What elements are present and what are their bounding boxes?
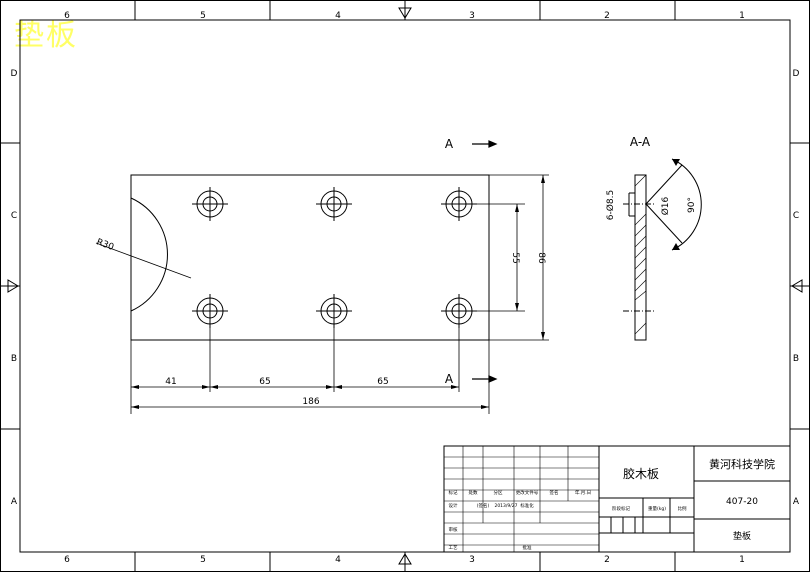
r30-label: R30 bbox=[95, 237, 115, 253]
tb-cell-stage: 阶段标记 bbox=[612, 505, 630, 512]
dim-arrows-h bbox=[131, 385, 489, 409]
tb-part-name: 垫板 bbox=[733, 530, 751, 542]
dim-65-b: 65 bbox=[377, 377, 388, 387]
r30-leader bbox=[95, 242, 192, 279]
tb-cell-mark: 标记 bbox=[449, 489, 458, 496]
zone-right-C: C bbox=[793, 211, 799, 221]
hole-top-1 bbox=[192, 187, 228, 221]
section-hatch bbox=[634, 174, 647, 335]
plate-front-view bbox=[130, 174, 490, 341]
zone-bottom-6: 6 bbox=[64, 555, 70, 565]
section-markers bbox=[472, 140, 498, 383]
tb-school: 黄河科技学院 bbox=[709, 457, 775, 471]
r30-arc bbox=[130, 197, 168, 312]
inner-frame bbox=[19, 19, 791, 553]
tb-cell-designer: (签名) bbox=[477, 502, 490, 509]
hole-callout: 6-Ø8.5 bbox=[605, 190, 616, 220]
tb-cell-design-date: 2013/9/27 bbox=[494, 503, 517, 509]
hole-top-3 bbox=[441, 187, 477, 221]
tb-cell-sign: 签名 bbox=[550, 489, 559, 496]
watermark-text: 垫板 bbox=[14, 18, 78, 53]
zone-bottom-5: 5 bbox=[200, 555, 206, 565]
zone-bottom-2: 2 bbox=[604, 555, 610, 565]
tb-cell-changefile: 更改文件号 bbox=[516, 489, 539, 496]
section-label-bottom: A bbox=[445, 372, 454, 386]
counterbore-callout: Ø16 bbox=[660, 196, 671, 215]
plate-outline bbox=[130, 174, 490, 341]
tb-cell-review: 审核 bbox=[449, 526, 458, 533]
tb-cell-approve: 批准 bbox=[523, 544, 532, 551]
tb-cell-zone: 分区 bbox=[494, 489, 503, 496]
dim-65-a: 65 bbox=[259, 377, 270, 387]
zone-top-5: 5 bbox=[200, 11, 206, 21]
zone-right-D: D bbox=[793, 69, 800, 79]
vertical-dimensions bbox=[473, 174, 549, 341]
tb-cell-date: 年.月.日 bbox=[575, 489, 591, 496]
section-view bbox=[623, 158, 702, 341]
dim-86: 86 bbox=[536, 252, 546, 264]
dim-55: 55 bbox=[510, 252, 520, 263]
tb-cell-standard: 标准化 bbox=[520, 502, 534, 509]
zone-left-D: D bbox=[11, 69, 18, 79]
tb-drawing-no: 407-20 bbox=[726, 497, 758, 507]
holes bbox=[192, 187, 477, 328]
dim-41: 41 bbox=[165, 377, 176, 387]
zone-top-2: 2 bbox=[604, 11, 610, 21]
tb-material: 胶木板 bbox=[623, 466, 659, 481]
tb-cell-count: 处数 bbox=[469, 489, 478, 496]
hole-bottom-1 bbox=[192, 294, 228, 328]
zone-left-B: B bbox=[11, 354, 17, 364]
zone-right-A: A bbox=[793, 497, 800, 507]
title-block bbox=[443, 445, 791, 553]
zone-top-4: 4 bbox=[335, 11, 341, 21]
tb-cell-scale: 比例 bbox=[678, 505, 687, 512]
hole-top-2 bbox=[316, 187, 352, 221]
zone-left-C: C bbox=[11, 211, 17, 221]
hole-bottom-3 bbox=[441, 294, 477, 328]
zone-bottom-4: 4 bbox=[335, 555, 341, 565]
zone-top-3: 3 bbox=[469, 11, 475, 21]
angle-callout: 90° bbox=[687, 197, 697, 213]
zone-right-B: B bbox=[793, 354, 799, 364]
section-label-top: A bbox=[445, 137, 454, 151]
angle-arrows bbox=[672, 159, 680, 250]
tb-cell-design: 设计 bbox=[449, 502, 458, 509]
hole-bottom-2 bbox=[316, 294, 352, 328]
zone-left-A: A bbox=[11, 497, 18, 507]
title-block-grid bbox=[444, 446, 599, 552]
dim-186: 186 bbox=[302, 397, 319, 407]
section-title: A-A bbox=[630, 135, 651, 149]
zone-bottom-3: 3 bbox=[469, 555, 475, 565]
tb-cell-process: 工艺 bbox=[449, 545, 458, 551]
zone-bottom-1: 1 bbox=[739, 555, 745, 565]
tb-cell-weight: 重量(kg) bbox=[648, 505, 666, 512]
zone-top-1: 1 bbox=[739, 11, 745, 21]
zone-top-6: 6 bbox=[64, 11, 70, 21]
dim-arrows-v bbox=[515, 175, 545, 340]
